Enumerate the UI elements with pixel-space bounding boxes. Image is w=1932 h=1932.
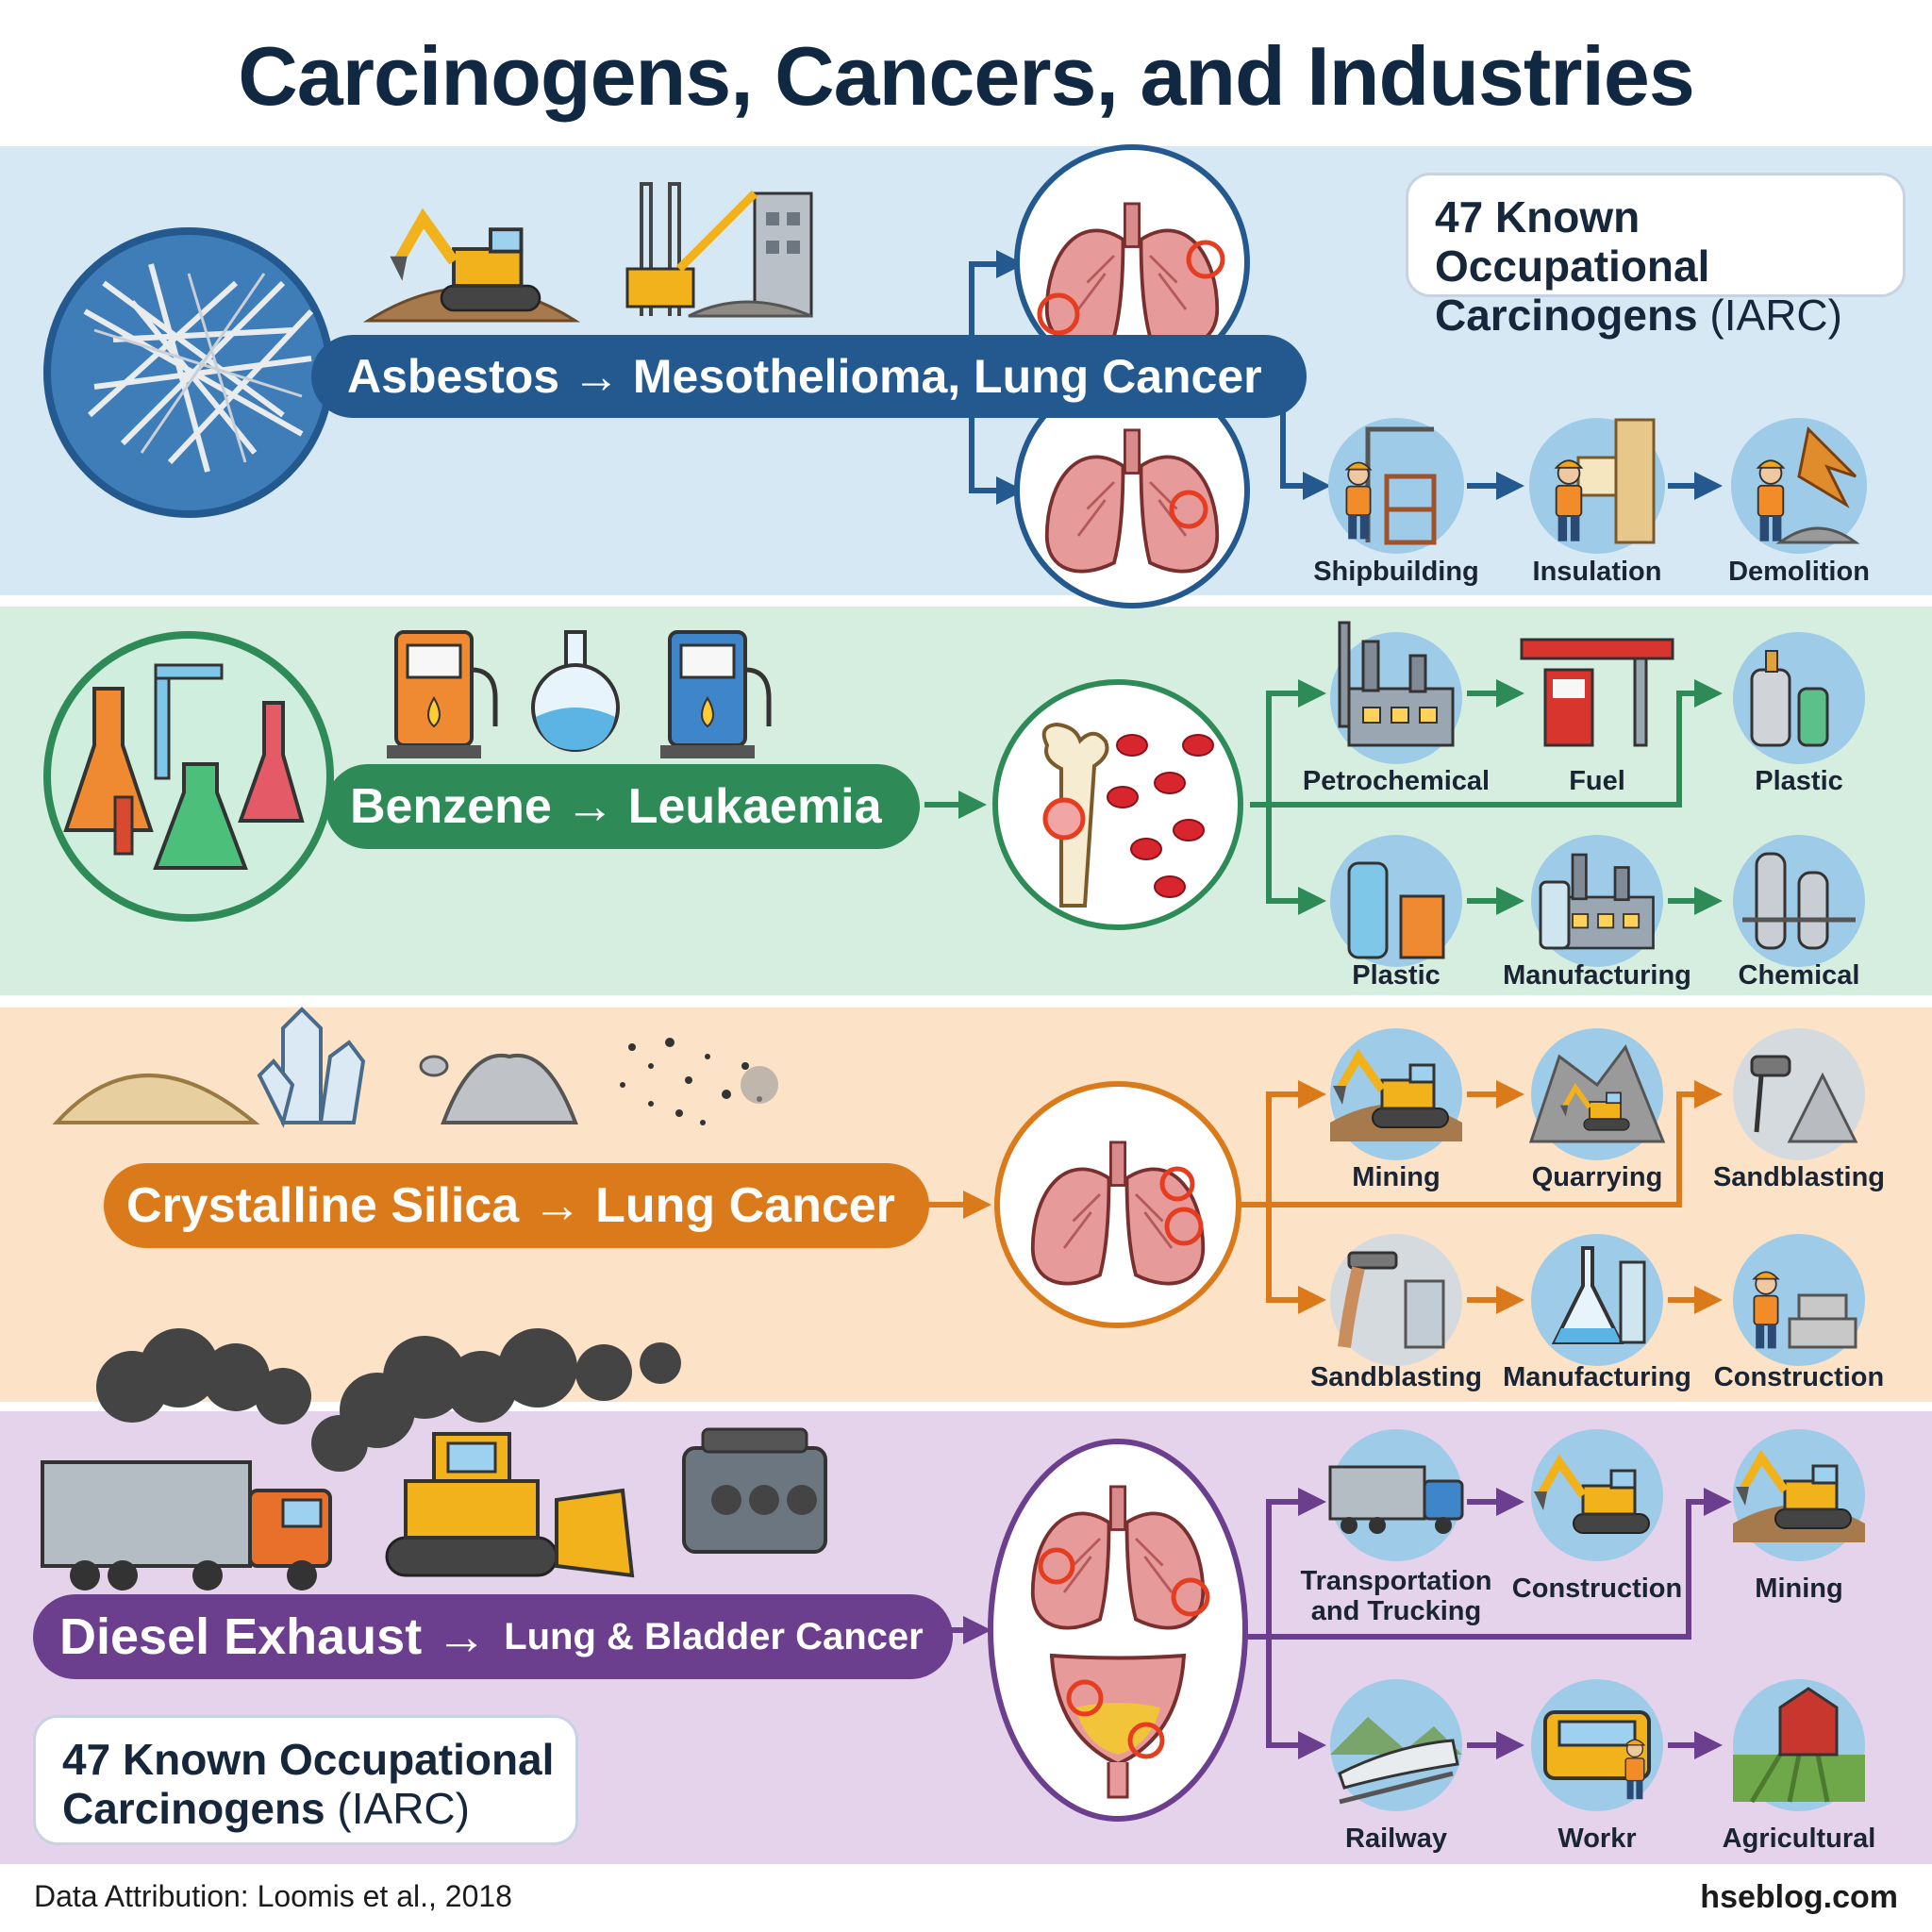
- data-attribution: Data Attribution: Loomis et al., 2018: [34, 1879, 512, 1913]
- bone-blood-cells-illustration: [992, 679, 1243, 930]
- industry-label: Sandblasting: [1712, 1162, 1886, 1192]
- truck-icon: [41, 1460, 332, 1591]
- page-title: Carcinogens, Cancers, and Industries: [238, 29, 1695, 123]
- trucking-icon: [1328, 1429, 1464, 1561]
- badge-line2: Carcinogens (IARC): [62, 1784, 470, 1833]
- plastic-bottle-factory-icon: [1330, 835, 1462, 967]
- industry-label: Demolition: [1728, 557, 1870, 587]
- industry-label: Sandblasting: [1309, 1362, 1483, 1392]
- agricultural-farm-icon: [1733, 1679, 1865, 1811]
- industry-label: Shipbuilding: [1313, 557, 1479, 587]
- industry-label: Agricultural: [1722, 1824, 1876, 1854]
- site-credit: hseblog.com: [1700, 1879, 1898, 1915]
- industry-label: Construction: [1511, 1574, 1683, 1604]
- industry-label: Mining: [1755, 1574, 1843, 1604]
- petrochemical-icon: [1330, 621, 1462, 764]
- sandblasting-gun-icon: [1733, 1028, 1865, 1160]
- manufacturing-icon: [1531, 835, 1663, 967]
- badge-line1: 47 Known Occupational: [1435, 192, 1710, 291]
- demolition-crane-icon: [625, 182, 813, 318]
- industry-label: Quarrying: [1531, 1162, 1663, 1192]
- iarc-badge-bottom: 47 Known Occupational Carcinogens (IARC): [33, 1715, 578, 1845]
- badge-line1: 47 Known Occupational: [62, 1735, 555, 1784]
- industry-label: Transportation and Trucking: [1300, 1566, 1492, 1626]
- industry-label: Plastic: [1352, 960, 1441, 991]
- plastic-plant-icon: [1733, 632, 1865, 764]
- industry-label: Plastic: [1755, 766, 1843, 796]
- industry-label: Railway: [1345, 1824, 1447, 1854]
- diesel-label-main: Diesel Exhaust →: [59, 1608, 488, 1665]
- smoke-clouds: [96, 1328, 681, 1472]
- lab-flasks-circle: [43, 631, 334, 922]
- insulation-icon: [1529, 418, 1665, 554]
- fuel-station-icon: [1520, 638, 1674, 747]
- quarrying-icon: [1528, 1028, 1666, 1160]
- manufacturing-flask-icon: [1531, 1234, 1663, 1366]
- shipbuilding-icon: [1328, 418, 1464, 554]
- silica-label-pill: Crystalline Silica → Lung Cancer: [104, 1163, 929, 1248]
- construction-excavator-icon: [1531, 1429, 1663, 1561]
- fuel-pump-blue-icon: [660, 630, 772, 758]
- quartz-crystal-icon: [257, 1007, 366, 1128]
- benzene-label: Benzene → Leukaemia: [350, 779, 882, 834]
- diesel-engine-icon: [682, 1427, 827, 1554]
- mining-excavator-icon: [1733, 1429, 1865, 1561]
- iarc-badge-top: 47 Known Occupational Carcinogens (IARC): [1406, 173, 1906, 340]
- diesel-label-sub: Lung & Bladder Cancer: [504, 1615, 924, 1657]
- industry-label: Petrochemical: [1302, 766, 1491, 796]
- mining-icon: [1330, 1028, 1462, 1160]
- diesel-label-pill: Diesel Exhaust → Lung & Bladder Cancer: [33, 1594, 953, 1679]
- industry-label: Mining: [1352, 1162, 1441, 1192]
- round-flask-icon: [531, 630, 620, 752]
- worker-train-icon: [1531, 1679, 1663, 1811]
- demolition-icon: [1731, 418, 1867, 554]
- industry-label: Manufacturing: [1503, 1362, 1691, 1392]
- construction-bricks-icon: [1733, 1234, 1865, 1366]
- industry-label: Fuel: [1569, 766, 1625, 796]
- bulldozer-icon: [385, 1432, 635, 1578]
- asbestos-label-pill: Asbestos → Mesothelioma, Lung Cancer: [311, 335, 1307, 418]
- industry-label: Construction: [1713, 1362, 1885, 1392]
- fuel-pump-orange-icon: [387, 630, 498, 758]
- silica-dust-icon: [620, 1038, 778, 1125]
- badge-line2: Carcinogens (IARC): [1435, 291, 1842, 340]
- industry-label: Manufacturing: [1503, 960, 1691, 991]
- rock-pile-icon: [419, 1053, 578, 1124]
- industry-label: Chemical: [1738, 960, 1860, 991]
- asbestos-label: Asbestos → Mesothelioma, Lung Cancer: [347, 350, 1262, 403]
- sandblasting-worker-icon: [1330, 1234, 1462, 1366]
- asbestos-fiber-circle: [43, 227, 334, 518]
- industry-label: Workr: [1557, 1824, 1637, 1854]
- silica-label: Crystalline Silica → Lung Cancer: [126, 1178, 895, 1233]
- excavator-dirt-icon: [362, 219, 581, 323]
- lungs-illustration-silica: [994, 1081, 1241, 1328]
- industry-label: Insulation: [1532, 557, 1662, 587]
- chemical-plant-icon: [1733, 835, 1865, 967]
- benzene-label-pill: Benzene → Leukaemia: [325, 764, 920, 849]
- lungs-bladder-illustration: [988, 1439, 1248, 1822]
- railway-icon: [1330, 1679, 1462, 1811]
- sand-pile-icon: [52, 1074, 260, 1124]
